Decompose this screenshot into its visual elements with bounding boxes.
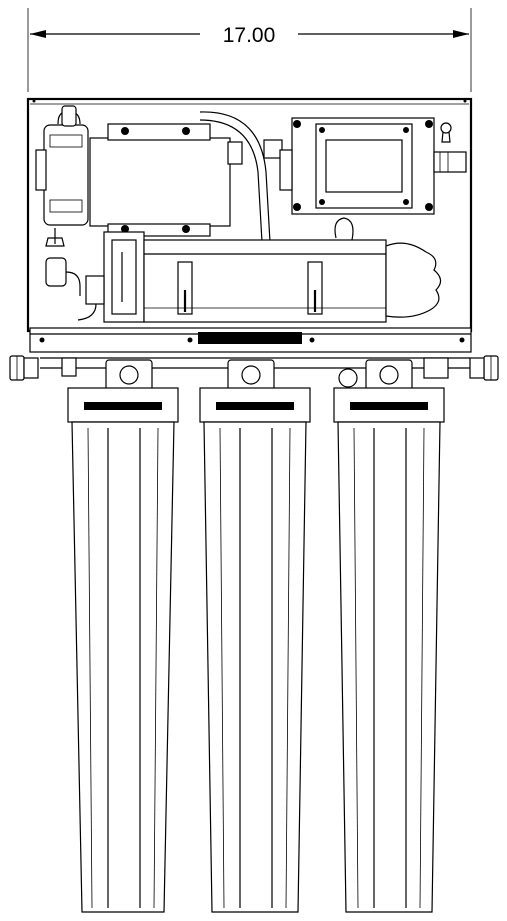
control-box (279, 117, 467, 215)
filter-head-fitting-2 (227, 359, 275, 391)
arrowhead-right-icon (453, 30, 469, 38)
inlet-elbow (45, 257, 67, 287)
motor-fan-cover (385, 242, 442, 318)
filter-head-fitting-3 (365, 359, 413, 391)
mounting-rail (29, 327, 472, 353)
supply-tube (199, 111, 283, 243)
motor-body (143, 239, 387, 323)
nameplate (198, 332, 302, 344)
pump-head (89, 123, 243, 237)
filter-head-fitting-1 (105, 359, 153, 391)
filter-housing-3 (333, 387, 445, 913)
filter-label-1 (84, 402, 162, 410)
keyhole-icon (440, 122, 452, 143)
inlet-valve-body (43, 124, 89, 226)
filter-bowl-3 (337, 421, 441, 913)
inlet-fitting-left (9, 355, 39, 381)
filter-label-3 (350, 402, 428, 410)
arrowhead-left-icon (30, 30, 46, 38)
filter-label-2 (216, 402, 294, 410)
filter-housing-2 (199, 387, 311, 913)
width-dimension: 17.00 (27, 8, 472, 92)
dimension-value: 17.00 (223, 24, 276, 47)
filter-housing-1 (67, 387, 179, 913)
pump-motor (77, 217, 442, 323)
control-box-housing (291, 117, 435, 215)
power-cord-connector (433, 151, 467, 173)
inlet-valve-assembly (35, 105, 89, 296)
filter-bowl-1 (71, 421, 175, 913)
manifold (9, 355, 499, 391)
outlet-fitting-right (469, 355, 499, 381)
motor-end-cap (103, 231, 145, 323)
pump-head-body (89, 137, 231, 227)
filter-bowl-2 (203, 421, 307, 913)
